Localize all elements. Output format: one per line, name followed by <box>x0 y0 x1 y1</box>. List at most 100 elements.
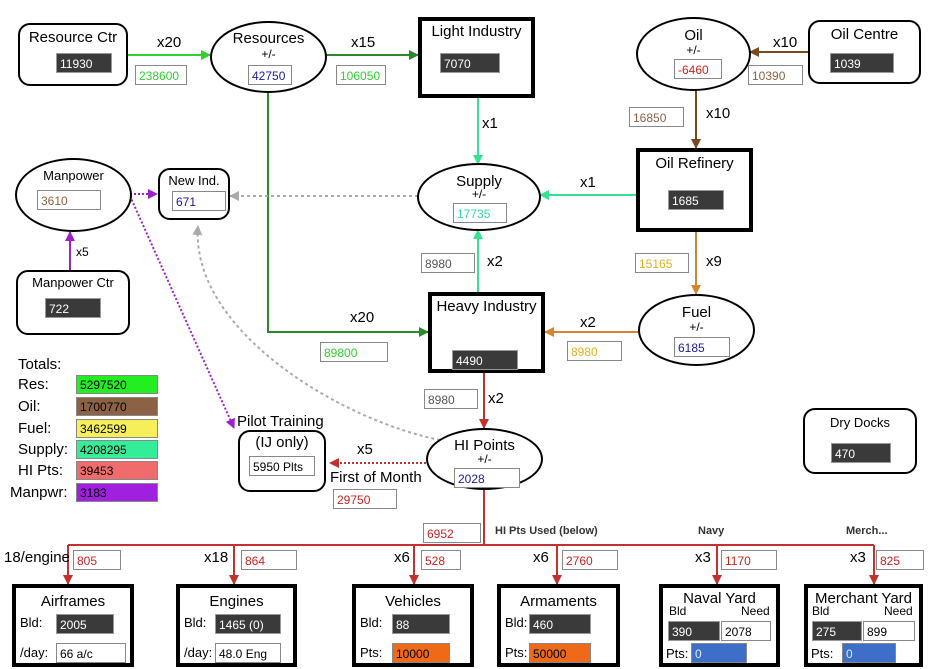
totals-res-value: 5297520 <box>76 375 158 394</box>
light-industry-value: 7070 <box>440 53 500 73</box>
manpower-title: Manpower <box>43 168 104 183</box>
pilot-training-title: Pilot Training <box>237 413 324 430</box>
hi-points-sign: +/- <box>477 452 492 466</box>
first-of-month-value: 29750 <box>333 489 397 509</box>
supply-value: 17735 <box>453 203 507 223</box>
heavy-industry-title: Heavy Industry <box>436 298 537 315</box>
armaments-bld-value: 460 <box>529 614 591 634</box>
oil-sign: +/- <box>686 43 701 57</box>
totals-manpwr-label: Manpwr: <box>10 484 68 501</box>
res-hi-value: 89800 <box>320 342 388 362</box>
totals-supply-label: Supply: <box>18 441 69 458</box>
engines-cost: 864 <box>241 550 297 570</box>
airframes-day-value: 66 a/c <box>56 643 126 663</box>
engines-title: Engines <box>209 593 264 610</box>
oil-refinery-title: Oil Refinery <box>655 155 734 172</box>
ref-sup-mult: x1 <box>580 174 596 191</box>
ref-fuel-value: 15165 <box>635 253 689 273</box>
airframes-cost: 805 <box>73 550 121 570</box>
vehicles-pts-label: Pts: <box>360 645 383 660</box>
new-ind-value: 671 <box>172 191 226 211</box>
manpower-ctr-node: Manpower Ctr 722 <box>16 270 130 335</box>
dry-docks-value: 470 <box>831 443 891 463</box>
navalyard-mult: x3 <box>695 549 711 566</box>
merchant-yard-need-label: Need <box>884 604 913 618</box>
merch-label: Merch... <box>846 525 888 537</box>
merchant-yard-bld-label: Bld <box>812 604 830 618</box>
resources-sign: +/- <box>261 47 276 61</box>
vehicles-pts-value: 10000 <box>392 643 450 663</box>
hi-sup-value: 8980 <box>421 253 475 273</box>
res-li-value: 106050 <box>336 65 386 85</box>
pilot-training-subtitle: (IJ only) <box>255 434 309 451</box>
new-ind-node: New Ind. 671 <box>158 168 230 220</box>
fuel-hi-value: 8980 <box>567 341 622 361</box>
supply-sign: +/- <box>471 187 487 201</box>
airframes-day-label: /day: <box>20 645 49 660</box>
fuel-title: Fuel <box>681 304 712 321</box>
naval-yard-bld-value: 390 <box>668 621 720 641</box>
airframes-title: Airframes <box>40 593 106 610</box>
armaments-bld-label: Bld: <box>505 615 528 630</box>
fuel-node: Fuel +/- 6185 <box>638 294 755 366</box>
armaments-mult: x6 <box>533 549 549 566</box>
totals-supply-value: 4208295 <box>76 440 158 459</box>
engines-node: Engines Bld: 1465 (0) /day: 48.0 Eng <box>176 584 297 667</box>
armaments-pts-value: 50000 <box>529 643 591 663</box>
vehicles-bld-value: 88 <box>392 614 450 634</box>
vehicles-node: Vehicles Bld: 88 Pts: 10000 <box>352 584 474 667</box>
resources-title: Resources <box>232 30 305 47</box>
merchant-yard-node: Merchant Yard Bld Need 275 899 Pts: 0 <box>804 584 923 667</box>
navalyard-cost: 1170 <box>721 550 777 570</box>
oilc-oil-mult: x10 <box>773 34 798 51</box>
hi-points-title: HI Points <box>454 437 515 454</box>
naval-yard-bld-label: Bld <box>669 604 687 618</box>
naval-yard-need-label: Need <box>741 604 770 618</box>
engines-bld-value: 1465 (0) <box>215 614 281 634</box>
oil-value: -6460 <box>674 59 722 79</box>
dry-docks-node: Dry Docks 470 <box>803 408 917 474</box>
li-sup-mult: x1 <box>482 115 498 132</box>
resource-ctr-value: 11930 <box>56 53 112 73</box>
supply-node: Supply +/- 17735 <box>417 163 541 231</box>
vehicles-mult: x6 <box>394 549 410 566</box>
manpower-node: Manpower 3610 <box>15 158 132 232</box>
hi-points-value: 2028 <box>454 468 520 488</box>
dry-docks-title: Dry Docks <box>830 415 890 430</box>
hi-sup-mult: x2 <box>487 253 503 270</box>
heavy-industry-value: 4490 <box>452 350 518 370</box>
pilot-training-value: 5950 Plts <box>249 456 315 476</box>
totals-fuel-value: 3462599 <box>76 419 158 438</box>
engines-bld-label: Bld: <box>184 615 207 630</box>
vehicles-title: Vehicles <box>385 593 441 610</box>
resource-ctr-title: Resource Ctr <box>28 29 118 46</box>
manpower-ctr-value: 722 <box>45 298 101 318</box>
pilot-training-node: (IJ only) 5950 Plts <box>238 430 326 492</box>
light-industry-node: Light Industry 7070 <box>418 17 535 98</box>
res-li-mult: x15 <box>351 34 376 51</box>
ref-fuel-mult: x9 <box>706 253 722 270</box>
airframes-node: Airframes Bld: 2005 /day: 66 a/c <box>12 584 134 667</box>
armaments-title: Armaments <box>520 593 597 610</box>
new-ind-title: New Ind. <box>168 173 220 188</box>
merchant-yard-need-value: 899 <box>863 621 915 641</box>
oil-refinery-value: 1685 <box>668 190 724 210</box>
oil-title: Oil <box>684 27 703 44</box>
naval-yard-pts-value: 0 <box>691 643 747 663</box>
hi-hip-value: 8980 <box>424 389 478 409</box>
first-of-month-label: First of Month <box>330 469 422 486</box>
totals-fuel-label: Fuel: <box>18 420 52 437</box>
rc-res-value: 238600 <box>135 65 187 85</box>
link-resources-heavyind <box>267 92 429 337</box>
resources-node: Resources +/- 42750 <box>210 21 327 93</box>
light-industry-title: Light Industry <box>431 23 522 40</box>
totals-oil-value: 1700770 <box>76 397 158 416</box>
totals-heading: Totals: <box>18 356 62 373</box>
merchant-yard-title: Merchant Yard <box>815 590 912 607</box>
oil-centre-value: 1039 <box>830 53 894 73</box>
fuel-hi-mult: x2 <box>580 314 596 331</box>
oil-ref-value: 16850 <box>629 107 684 127</box>
vehicles-cost: 528 <box>421 550 461 570</box>
airframes-bld-label: Bld: <box>20 615 43 630</box>
oilc-oil-value: 10390 <box>748 65 803 85</box>
